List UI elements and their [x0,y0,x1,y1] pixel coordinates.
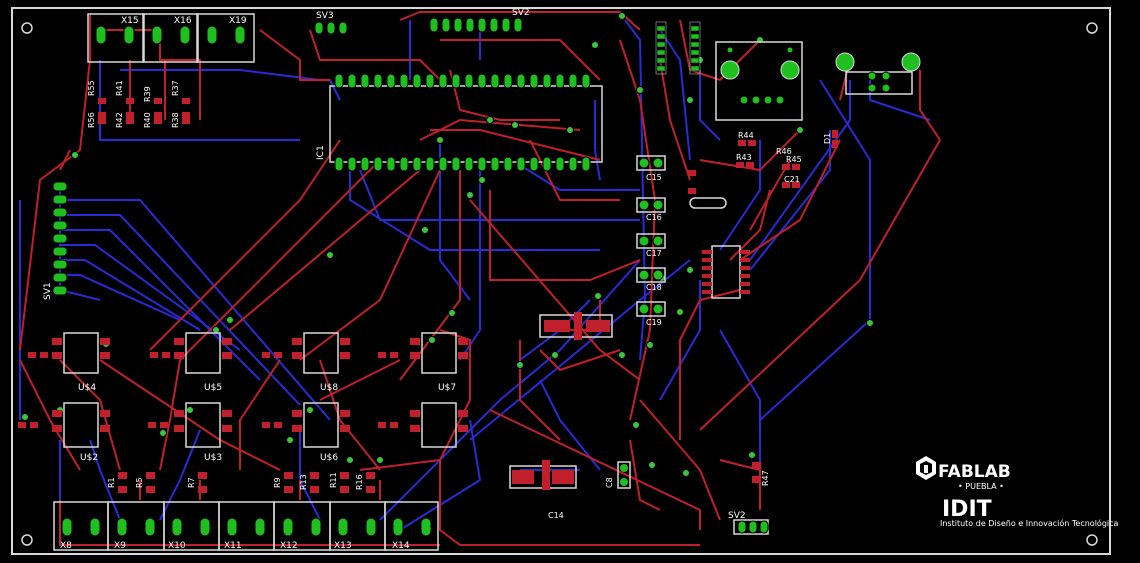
label-r1: R1 [107,477,116,488]
label-x15: X15 [121,16,139,26]
crystal [689,197,727,209]
board-outline [11,7,1111,555]
label-c19: C19 [646,318,662,327]
label-c18: C18 [646,283,662,292]
label-r46: R46 [776,147,792,156]
label-r44: R44 [738,131,754,140]
label-c16: C16 [646,213,662,222]
capacitor-column: C15 C16 C17 C18 C19 [636,155,666,327]
header-sv3 [314,21,348,35]
label-u7: U$7 [438,383,456,393]
smd-regulator [539,312,613,340]
optocouplers [63,332,457,448]
mounting-holes [21,22,1098,546]
label-u8: U$8 [320,383,338,393]
label-x13: X13 [334,541,352,551]
label-sv3: SV3 [316,11,334,21]
label-x14: X14 [392,541,410,551]
fablab-logo: FABLAB • PUEBLA • IDIT Instituto de Dise… [916,456,1119,528]
smd-regulator-2 [509,460,577,490]
label-x12: X12 [280,541,298,551]
label-c17: C17 [646,249,662,258]
label-u3: U$3 [204,453,222,463]
logo-puebla-text: • PUEBLA • [958,482,1004,491]
label-r40: R40 [143,112,152,128]
label-r16: R16 [355,474,364,490]
label-sv1: SV1 [43,282,53,300]
logo-fablab-text: FABLAB [938,462,1011,482]
optocoupler-pads [18,338,468,432]
smd-cluster-top [655,21,701,75]
label-r56: R56 [87,112,96,128]
label-r13: R13 [299,474,308,490]
bottom-resistors [118,472,375,493]
label-r5: R5 [135,477,144,488]
label-c8: C8 [605,477,614,488]
label-r11: R11 [329,472,338,488]
label-x8: X8 [60,541,72,551]
bottom-terminal-pads [61,517,432,537]
label-r41: R41 [115,80,124,96]
resistors-right [688,130,838,483]
label-sv2: SV2 [728,511,746,521]
ic-right [702,245,750,299]
label-c15: C15 [646,173,662,182]
label-u6: U$6 [320,453,338,463]
label-r45: R45 [786,155,802,164]
label-r47: R47 [761,470,770,486]
label-r37: R37 [171,80,180,96]
label-r55: R55 [87,80,96,96]
label-u5: U$5 [204,383,222,393]
label-x11: X11 [224,541,242,551]
label-c21: C21 [784,175,800,184]
header-x15: X15 X16 X19 [87,13,255,63]
header-sv1 [52,181,68,296]
top-traces [19,11,942,546]
power-jack [835,52,921,95]
resistor-array [98,98,190,124]
label-r39: R39 [143,86,152,102]
logo-idit-subtitle: Instituto de Diseño e Innovación Tecnoló… [940,518,1119,528]
usb-connector [715,41,803,121]
label-r42: R42 [115,112,124,128]
label-u2: U$2 [80,453,98,463]
label-x10: X10 [168,541,186,551]
ic1-chip: IC1 [316,73,603,172]
fablab-logo-mark [916,456,936,480]
label-x16: X16 [174,16,192,26]
label-r9: R9 [273,477,282,488]
label-r7: R7 [187,477,196,488]
logo-idit-text: IDIT [942,497,992,522]
label-ic1: IC1 [316,145,326,160]
label-r43: R43 [736,153,752,162]
header-sv2-top [429,17,523,33]
header-sv2 [733,519,769,535]
label-c14: C14 [548,511,564,520]
label-u4: U$4 [78,383,96,393]
label-x19: X19 [229,16,247,26]
label-sv2-top: SV2 [512,8,530,18]
bottom-terminal-blocks [53,501,439,551]
label-d1: D1 [823,133,832,144]
cap-c8 [617,461,631,489]
label-r38: R38 [171,112,180,128]
label-x9: X9 [114,541,126,551]
